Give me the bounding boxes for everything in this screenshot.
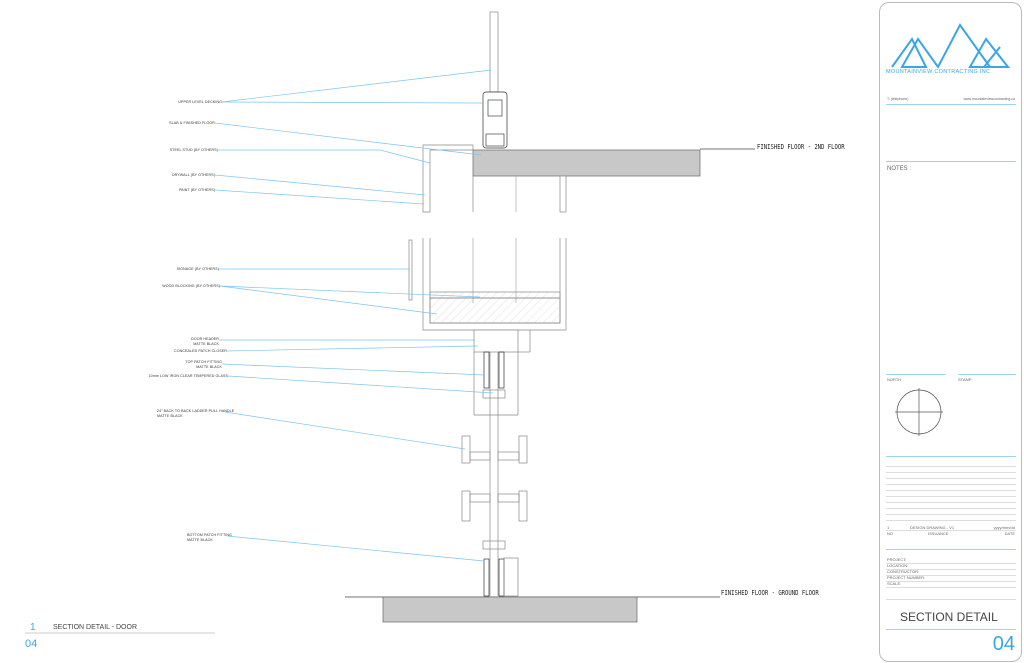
constructor-label: CONSTRUCTOR: xyxy=(887,569,920,574)
label-slab: SLAB & FINISHED FLOOR xyxy=(169,121,215,125)
issue-desc: DESIGN DRAWING - V1 xyxy=(910,525,955,530)
label-drywall: DRYWALL (BY OTHERS) xyxy=(171,173,215,177)
sheet-number: 04 xyxy=(992,633,1015,655)
company-logo xyxy=(891,23,1010,69)
company-phone: T: (telephone) xyxy=(887,97,909,101)
scale-label: SCALE: xyxy=(887,581,902,586)
door-header xyxy=(473,329,519,353)
label-upper-level: UPPER LEVEL DECKING xyxy=(178,100,222,104)
upper-slab xyxy=(472,149,701,177)
level-second-floor: FINISHED FLOOR - 2ND FLOOR xyxy=(757,143,845,151)
label-paint: PAINT (BY OTHERS) xyxy=(178,188,215,192)
col-date: DATE xyxy=(1004,531,1015,536)
wood-blocking xyxy=(429,297,561,324)
label-line: 24" BACK TO BACK LADDER PULL HANDLE xyxy=(157,409,235,413)
detail-title: SECTION DETAIL - DOOR xyxy=(53,624,138,631)
label-glass: 10mm LOW IRON CLEAR TEMPERED GLASS xyxy=(148,374,228,378)
location-label: LOCATION: xyxy=(887,563,909,568)
label-line: MATTE BLACK xyxy=(187,537,213,542)
title-block: MOUNTAINVIEW CONTRACTING INC T: (telepho… xyxy=(879,2,1022,662)
label-signage: SIGNAGE (BY OTHERS) xyxy=(176,267,219,271)
upper-fitting xyxy=(482,91,508,149)
label-wood-blocking: WOOD BLOCKING (BY OTHERS) xyxy=(162,284,220,288)
label-line: TOP PATCH FITTING xyxy=(185,360,222,364)
detail-number: 1 xyxy=(30,622,36,633)
label-line: MATTE BLACK xyxy=(193,341,219,346)
label-line: MATTE BLACK xyxy=(157,413,183,418)
detail-sheet: 04 xyxy=(25,638,38,650)
label-line: DOOR HEADER xyxy=(191,337,219,341)
col-issuance: ISSUANCE xyxy=(928,531,949,536)
label-line: MATTE BLACK xyxy=(196,364,222,369)
upper-glass xyxy=(489,11,499,93)
company-name: MOUNTAINVIEW CONTRACTING INC xyxy=(886,69,991,75)
pull-handle xyxy=(461,435,528,522)
label-line: BOTTOM PATCH FITTING xyxy=(187,533,232,537)
north-arrow-icon xyxy=(895,388,943,436)
level-ground-floor: FINISHED FLOOR - GROUND FLOOR xyxy=(721,589,819,597)
issue-no: 1 xyxy=(887,525,890,530)
issue-date: yyyy/mm/dd xyxy=(993,525,1015,530)
notes-label: NOTES : xyxy=(887,166,912,172)
sheet-title: SECTION DETAIL xyxy=(900,610,998,624)
col-no: NO xyxy=(887,531,893,536)
project-number-label: PROJECT NUMBER: xyxy=(887,575,926,580)
project-label: PROJECT: xyxy=(887,557,907,562)
north-label: NORTH xyxy=(887,377,902,382)
label-steel-stud: STEEL STUD (BY OTHERS) xyxy=(169,148,218,152)
label-concealed-closer: CONCEALED PATCH CLOSER xyxy=(174,349,227,353)
company-website[interactable]: www.mountainviewcontracting.ca xyxy=(963,97,1015,101)
leader-lines xyxy=(214,69,494,562)
ground-slab xyxy=(382,596,638,623)
stamp-label: STAMP xyxy=(958,377,972,382)
